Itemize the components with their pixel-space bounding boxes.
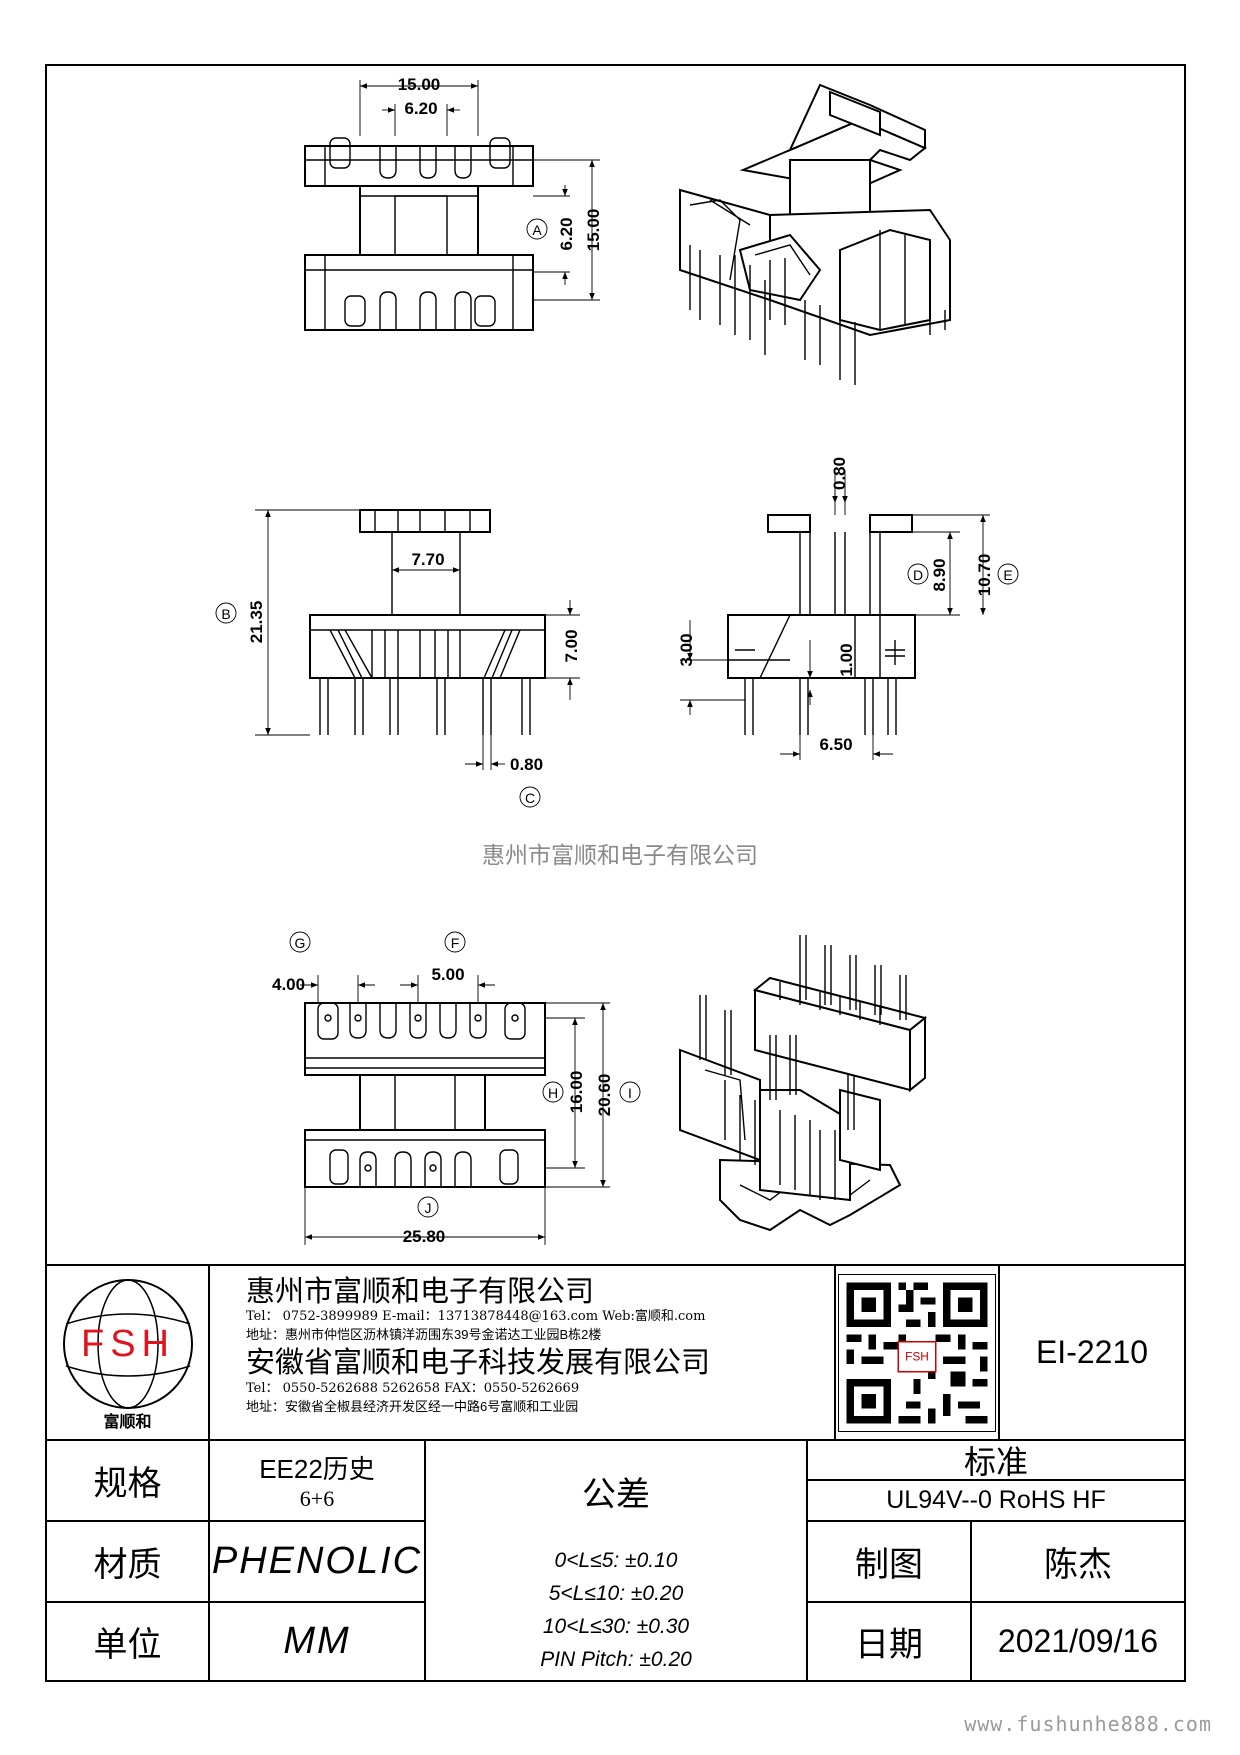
tolerance-row-1: 0<L≤5: ±0.10 <box>554 1549 678 1572</box>
marker-c: C <box>525 790 535 806</box>
dim-side-body-height: 7.00 <box>562 629 581 662</box>
date-value-cell: 2021/09/16 <box>970 1601 1186 1682</box>
dim-top-height-inner: 6.20 <box>557 217 576 250</box>
dim-end-h2: 1.00 <box>837 643 856 676</box>
company1-contact: Tel： 0752-3899989 E-mail：13713878448@163… <box>246 1309 706 1324</box>
unit-value: MM <box>283 1620 351 1662</box>
dim-side-height-total: 21.35 <box>247 601 266 644</box>
dim-end-h1: 3.00 <box>677 633 696 666</box>
tolerance-row-4: PIN Pitch: ±0.20 <box>540 1648 692 1671</box>
unit-label: 单位 <box>93 1626 162 1664</box>
dim-end-top-width: 0.80 <box>830 457 849 490</box>
date-value: 2021/09/16 <box>997 1623 1159 1659</box>
dim-side-gap: 7.70 <box>411 550 444 569</box>
globe-logo-icon: FSH <box>62 1278 193 1409</box>
marker-i: I <box>628 1085 632 1101</box>
material-label: 材质 <box>93 1546 162 1584</box>
spec-value-cell: EE22历史 6+6 <box>208 1439 426 1522</box>
iso-view-bottom <box>679 935 928 1232</box>
company1-address: 地址：惠州市仲恺区沥林镇洋沥围东39号金诺达工业园B栋2楼 <box>246 1327 602 1342</box>
bottom-view: 4.00 G 5.00 F 16.00 20.60 H I 25.80 J <box>272 931 641 1246</box>
tolerance-label-cell: 公差 <box>424 1439 808 1542</box>
dim-top-height-total: 15.00 <box>584 209 603 252</box>
tolerance-row-3: 10<L≤30: ±0.30 <box>542 1615 690 1638</box>
company1-name: 惠州市富顺和电子有限公司 <box>246 1274 595 1308</box>
marker-a: A <box>532 222 542 238</box>
dim-side-pin-width: 0.80 <box>510 755 543 774</box>
marker-e: E <box>1003 567 1012 583</box>
unit-value-cell: MM <box>208 1601 426 1682</box>
dim-end-e: 10.70 <box>975 554 994 597</box>
unit-label-cell: 单位 <box>45 1601 210 1682</box>
company2-address: 地址：安徽省全椒县经济开发区经一中路6号富顺和工业园 <box>246 1399 579 1414</box>
tolerance-row-2: 5<L≤10: ±0.20 <box>548 1582 684 1605</box>
date-label: 日期 <box>855 1626 923 1664</box>
marker-j: J <box>425 1200 432 1216</box>
dim-top-width-total: 15.00 <box>398 75 441 94</box>
material-value: PHENOLIC <box>211 1540 423 1582</box>
standard-value-cell: UL94V--0 RoHS HF <box>806 1479 1186 1522</box>
drawn-value-cell: 陈杰 <box>970 1520 1186 1603</box>
side-view: 21.35 B 7.70 7.00 0.80 C <box>215 509 581 808</box>
qr-center-label: FSH <box>905 1349 929 1363</box>
watermark-text: 惠州市富顺和电子有限公司 <box>482 842 758 868</box>
marker-f: F <box>451 935 460 951</box>
spec-label-cell: 规格 <box>45 1439 210 1522</box>
material-value-cell: PHENOLIC <box>208 1520 426 1603</box>
logo-cell: FSH 富顺和 <box>45 1264 210 1441</box>
spec-value-line2: 6+6 <box>299 1486 335 1511</box>
drawn-label: 制图 <box>855 1546 923 1584</box>
top-view: 15.00 6.20 6.20 15.00 A <box>304 75 603 331</box>
logo-caption: 富顺和 <box>103 1413 152 1431</box>
dim-bottom-f: 5.00 <box>431 965 464 984</box>
dim-top-width-inner: 6.20 <box>404 99 437 118</box>
dim-bottom-h: 16.00 <box>567 1071 586 1114</box>
standard-label: 标准 <box>963 1444 1028 1480</box>
marker-b: B <box>221 606 230 622</box>
end-view: 0.80 8.90 10.70 D E 3.00 1.00 6.50 <box>677 457 1019 760</box>
dim-bottom-width: 25.80 <box>403 1227 446 1246</box>
material-label-cell: 材质 <box>45 1520 210 1603</box>
dim-end-width: 6.50 <box>819 735 852 754</box>
dim-bottom-g: 4.00 <box>272 975 305 994</box>
tolerance-label: 公差 <box>582 1476 650 1514</box>
drawing-canvas: 15.00 6.20 6.20 15.00 A <box>215 75 1019 1246</box>
company-info-cell: 惠州市富顺和电子有限公司 Tel： 0752-3899989 E-mail：13… <box>208 1264 836 1441</box>
qr-code-icon: FSH <box>838 1273 996 1432</box>
part-number: EI-2210 <box>1035 1334 1149 1370</box>
marker-d: D <box>913 567 923 583</box>
footer-url[interactable]: www.fushunhe888.com <box>964 1712 1212 1736</box>
dim-bottom-i: 20.60 <box>595 1074 614 1117</box>
spec-label: 规格 <box>93 1465 162 1503</box>
part-number-cell: EI-2210 <box>998 1264 1186 1441</box>
marker-g: G <box>295 935 306 951</box>
drawn-value: 陈杰 <box>1044 1546 1112 1584</box>
company2-name: 安徽省富顺和电子科技发展有限公司 <box>246 1345 711 1379</box>
marker-h: H <box>548 1085 558 1101</box>
logo-text: FSH <box>81 1323 175 1365</box>
dim-end-d: 8.90 <box>930 558 949 591</box>
tolerance-values-cell: 0<L≤5: ±0.10 5<L≤10: ±0.20 10<L≤30: ±0.3… <box>424 1540 808 1682</box>
drawn-label-cell: 制图 <box>806 1520 972 1603</box>
company2-contact: Tel： 0550-5262688 5262658 FAX：0550-52626… <box>246 1381 580 1396</box>
qr-cell: FSH <box>834 1264 1000 1441</box>
iso-view-top <box>679 83 951 385</box>
date-label-cell: 日期 <box>806 1601 972 1682</box>
spec-value-line1: EE22历史 <box>259 1454 375 1484</box>
standard-label-cell: 标准 <box>806 1439 1186 1481</box>
standard-value: UL94V--0 RoHS HF <box>886 1486 1106 1514</box>
